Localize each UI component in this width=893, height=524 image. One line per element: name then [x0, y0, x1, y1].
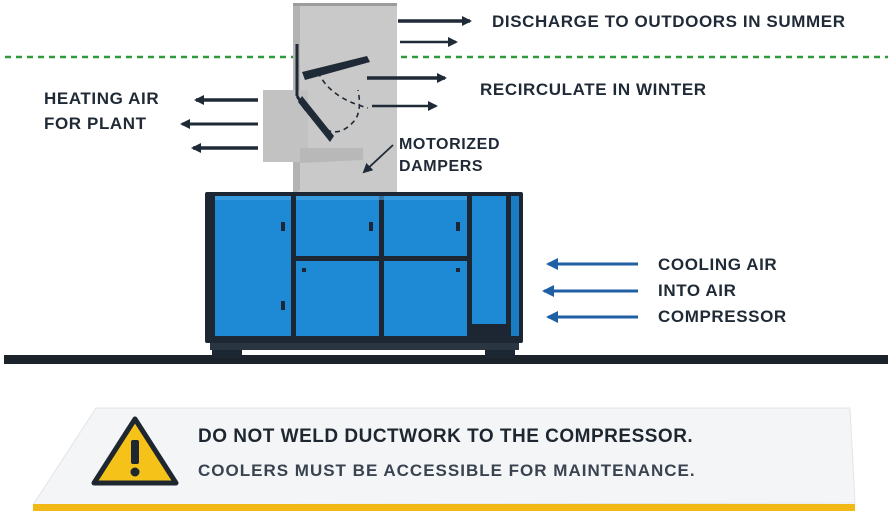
door-handle	[369, 222, 373, 231]
warning-triangle-icon	[91, 416, 179, 486]
compressor-panel-right	[472, 196, 506, 324]
air-compressor	[205, 192, 523, 358]
label-dampers-line1: MOTORIZED	[399, 136, 501, 153]
label-discharge: DISCHARGE TO OUTDOORS IN SUMMER	[492, 12, 846, 31]
label-cooling-line2: INTO AIR	[658, 281, 737, 300]
compressor-panel-edge	[511, 196, 519, 336]
compressor-panel-bottom-2	[384, 261, 467, 336]
label-cooling-line1: COOLING AIR	[658, 255, 778, 274]
door-latch	[456, 268, 460, 272]
label-recirculate: RECIRCULATE IN WINTER	[480, 80, 707, 99]
damper-swing-arc-upper	[317, 71, 369, 109]
warning-banner	[32, 407, 856, 511]
label-cooling-line3: COMPRESSOR	[658, 307, 787, 326]
compressor-panel-left	[215, 196, 291, 336]
duct-branch-left-cap	[300, 148, 363, 163]
duct-top-edge	[293, 3, 397, 6]
door-handle	[281, 222, 285, 231]
label-heating-line1: HEATING AIR	[44, 89, 160, 108]
warning-subtitle: COOLERS MUST BE ACCESSIBLE FOR MAINTENAN…	[198, 461, 696, 480]
label-dampers-line2: DAMPERS	[399, 158, 484, 175]
compressor-panel-bottom-1	[296, 261, 379, 336]
door-handle	[456, 222, 460, 231]
door-latch	[302, 268, 306, 272]
floor-line	[4, 355, 888, 364]
label-heating-line2: FOR PLANT	[44, 114, 147, 133]
compressor-panel-top-1	[296, 196, 379, 256]
warning-title: DO NOT WELD DUCTWORK TO THE COMPRESSOR.	[198, 426, 694, 447]
door-handle	[281, 301, 285, 310]
dampers-pointer-arrow	[362, 144, 394, 174]
damper-lower	[298, 96, 334, 142]
compressor-panel-top-2	[384, 196, 467, 256]
